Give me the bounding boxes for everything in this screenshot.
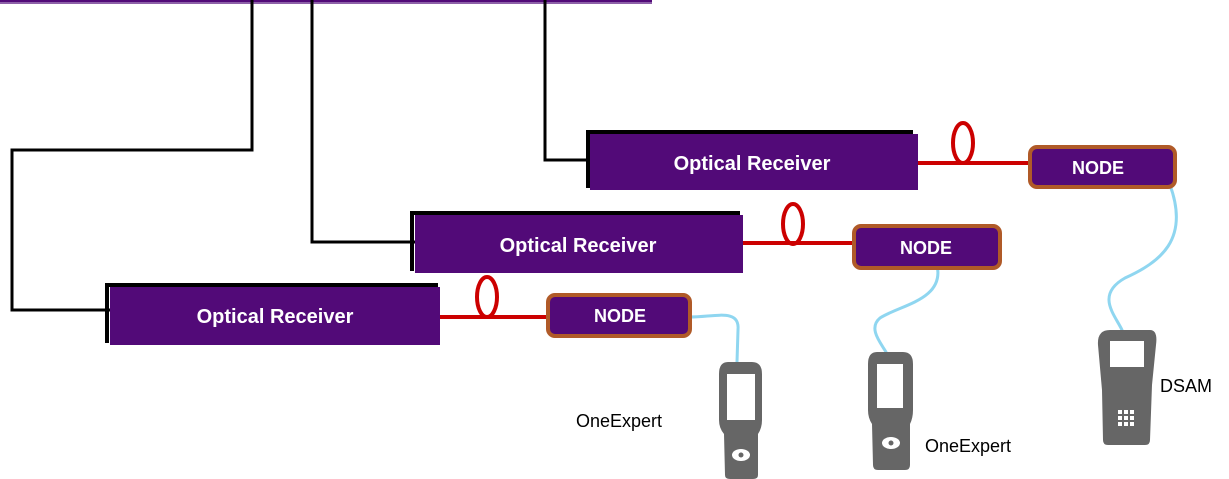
coax-cable-middle: [873, 263, 940, 354]
fiber-loop-upper: [951, 121, 975, 165]
node-middle: NODE: [852, 224, 1002, 270]
feed-line-lower: [10, 0, 254, 312]
oneexpert-meter-icon: [868, 352, 913, 470]
optical-receiver-upper: Optical Receiver: [586, 130, 918, 190]
node-label: NODE: [900, 238, 952, 258]
feed-line-middle: [310, 0, 415, 244]
dsam-meter-icon: [1097, 330, 1157, 445]
coax-cables: [688, 183, 1178, 364]
oneexpert-label: OneExpert: [925, 436, 1011, 456]
optical-receiver-label: Optical Receiver: [500, 235, 657, 257]
coax-cable-upper: [1107, 183, 1178, 332]
feed-line-upper: [543, 0, 590, 162]
coax-cable-lower: [688, 313, 740, 364]
optical-receiver-middle: Optical Receiver: [410, 211, 743, 273]
fiber-loop-lower: [475, 275, 499, 319]
node-label: NODE: [1072, 158, 1124, 178]
node-upper: NODE: [1028, 145, 1177, 189]
fiber-loop-middle: [781, 202, 805, 246]
optical-receiver-label: Optical Receiver: [674, 153, 831, 175]
optical-receiver-lower: Optical Receiver: [105, 283, 440, 345]
feed-lines: [10, 0, 590, 312]
dsam-label: DSAM: [1160, 376, 1212, 396]
oneexpert-label: OneExpert: [576, 411, 662, 431]
keypad-icon: [1118, 410, 1134, 426]
oneexpert-meter-icon: [719, 362, 762, 479]
headend-bar: [0, 0, 652, 4]
node-label: NODE: [594, 306, 646, 326]
node-lower: NODE: [546, 293, 692, 338]
optical-receiver-label: Optical Receiver: [197, 306, 354, 328]
fiber-links: [438, 121, 1030, 319]
